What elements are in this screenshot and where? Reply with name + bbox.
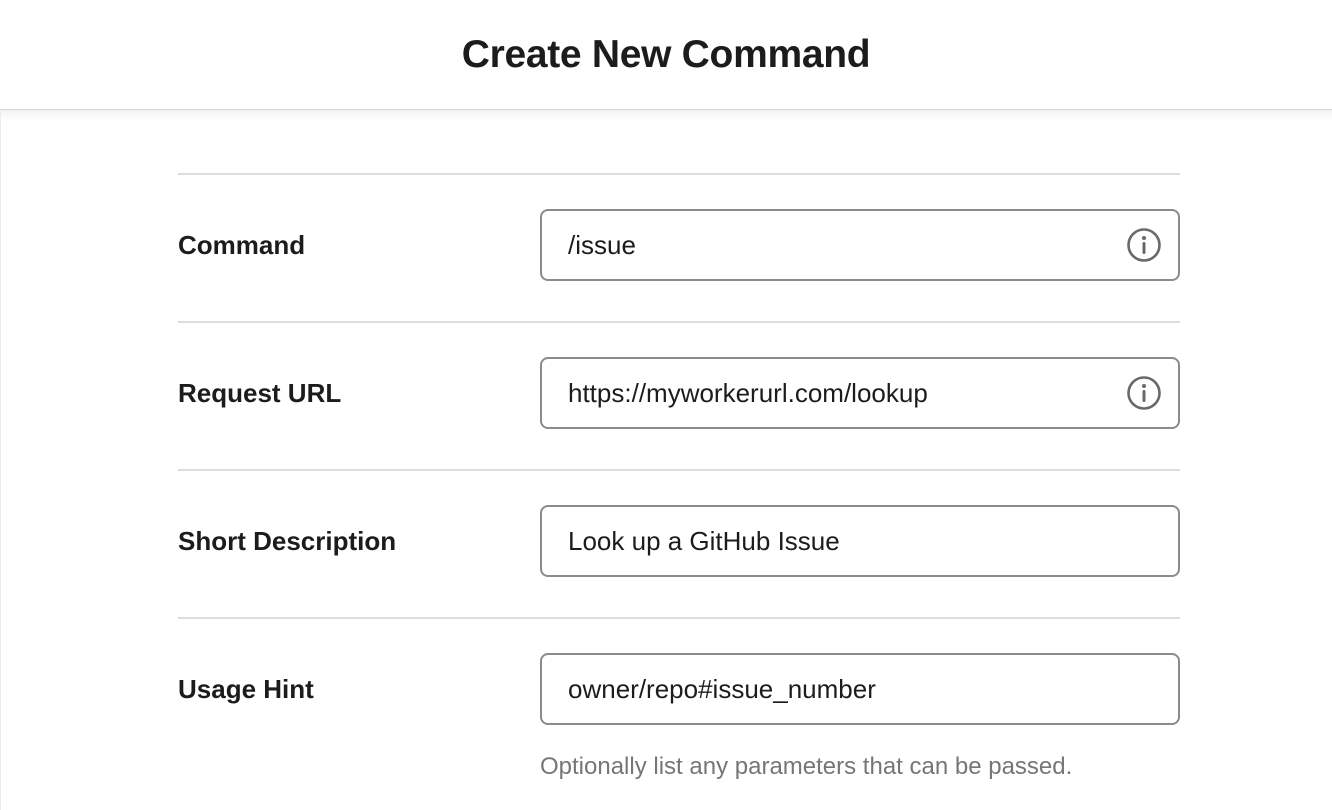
request-url-label: Request URL bbox=[178, 377, 342, 408]
form-row-usage-hint: Usage Hint Optionally list any parameter… bbox=[178, 617, 1180, 810]
short-description-input[interactable] bbox=[540, 505, 1180, 577]
command-label: Command bbox=[178, 229, 306, 260]
form-row-command: Command bbox=[178, 173, 1180, 321]
create-command-form: Command Request URL bbox=[178, 173, 1180, 810]
usage-hint-input[interactable] bbox=[540, 653, 1180, 725]
request-url-input[interactable] bbox=[540, 357, 1180, 429]
usage-hint-help-text: Optionally list any parameters that can … bbox=[540, 753, 1073, 780]
form-row-short-description: Short Description bbox=[178, 469, 1180, 617]
usage-hint-label: Usage Hint bbox=[178, 673, 314, 704]
command-input[interactable] bbox=[540, 209, 1180, 281]
form-row-request-url: Request URL bbox=[178, 321, 1180, 469]
short-description-label: Short Description bbox=[178, 525, 397, 556]
info-icon[interactable] bbox=[1126, 375, 1162, 411]
header: Create New Command bbox=[0, 0, 1332, 121]
panel-left-edge bbox=[0, 111, 1, 810]
page-title: Create New Command bbox=[461, 32, 871, 76]
info-icon[interactable] bbox=[1126, 227, 1162, 263]
